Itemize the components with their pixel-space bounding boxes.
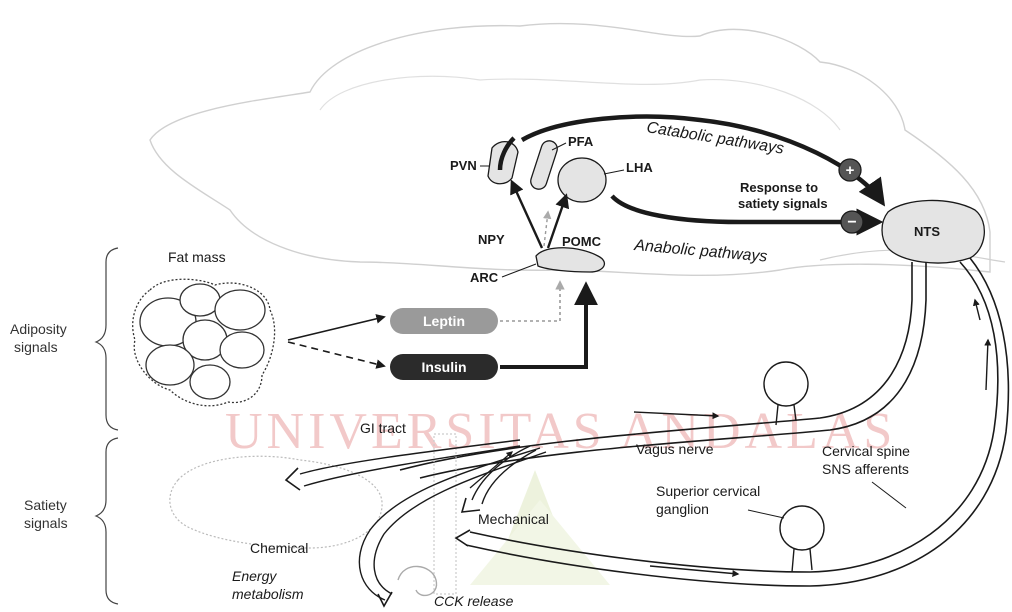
pvn-region — [488, 142, 518, 184]
arc-label: ARC — [470, 270, 499, 285]
adiposity-label-line1: Adiposity — [10, 321, 67, 337]
lha-region — [558, 158, 606, 202]
nerve-ending-mechanical — [456, 530, 470, 546]
npy-label: NPY — [478, 232, 505, 247]
catabolic-label: Catabolic pathways — [645, 119, 785, 157]
fat-mass-label: Fat mass — [168, 249, 226, 265]
nodose-ganglion — [764, 362, 808, 406]
spinal-flow-arrow-up-1 — [986, 340, 988, 390]
pomc-label: POMC — [562, 234, 602, 249]
nerve-ending-stomach — [286, 468, 300, 490]
gi-tract-label: GI tract — [360, 420, 406, 436]
arc-region — [536, 248, 604, 272]
adiposity-label-line2: signals — [14, 339, 58, 355]
nerve-ending-esophagus — [462, 498, 480, 512]
insulin-arrow — [288, 342, 384, 366]
stomach-outline — [170, 456, 382, 548]
spinal-flow-arrow-right — [650, 566, 738, 574]
superior-cervical-ganglion — [780, 506, 824, 550]
insulin-to-arc-path — [500, 286, 586, 367]
plus-sign-label: + — [846, 162, 855, 179]
satiety-brace — [96, 438, 118, 604]
leptin-label: Leptin — [423, 313, 465, 329]
cervical-spine-leader — [872, 482, 906, 508]
satiety-label-line2: signals — [24, 515, 68, 531]
cck-release-label: CCK release — [434, 593, 514, 609]
energy-metabolism-line2: metabolism — [232, 586, 304, 602]
leptin-arrow — [288, 317, 384, 340]
response-label-line2: satiety signals — [738, 196, 828, 211]
npy-arrow — [512, 182, 542, 248]
nerve-ending-gut — [378, 592, 392, 606]
spinal-flow-arrow-up-2 — [975, 300, 980, 320]
leptin-to-arc-path — [500, 282, 560, 321]
lha-label: LHA — [626, 160, 653, 175]
anabolic-label: Anabolic pathways — [633, 237, 768, 266]
pfa-region — [529, 139, 560, 191]
energy-metabolism-line1: Energy — [232, 568, 277, 584]
watermark-text: UNIVERSITAS ANDALAS — [225, 403, 896, 460]
pfa-label: PFA — [568, 134, 594, 149]
cervical-spine-label-line1: Cervical spine — [822, 443, 910, 459]
scg-stalk — [792, 549, 812, 572]
response-label-line1: Response to — [740, 180, 818, 195]
mechanical-label: Mechanical — [478, 511, 549, 527]
chemical-label: Chemical — [250, 540, 308, 556]
minus-sign-label: − — [847, 214, 856, 231]
nts-label: NTS — [914, 224, 940, 239]
vagus-nerve-label: Vagus nerve — [636, 441, 714, 457]
adiposity-brace — [96, 248, 118, 430]
superior-cervical-label-line1: Superior cervical — [656, 483, 760, 499]
lha-leader — [604, 170, 624, 174]
satiety-label-line1: Satiety — [24, 497, 67, 513]
fat-mass-cells — [133, 279, 275, 406]
pvn-label: PVN — [450, 158, 477, 173]
scg-leader — [748, 510, 784, 518]
cervical-spine-label-line2: SNS afferents — [822, 461, 909, 477]
superior-cervical-label-line2: ganglion — [656, 501, 709, 517]
arc-to-pfa-arrow — [544, 212, 548, 246]
intestine-coil — [398, 566, 437, 595]
insulin-label: Insulin — [421, 359, 466, 375]
